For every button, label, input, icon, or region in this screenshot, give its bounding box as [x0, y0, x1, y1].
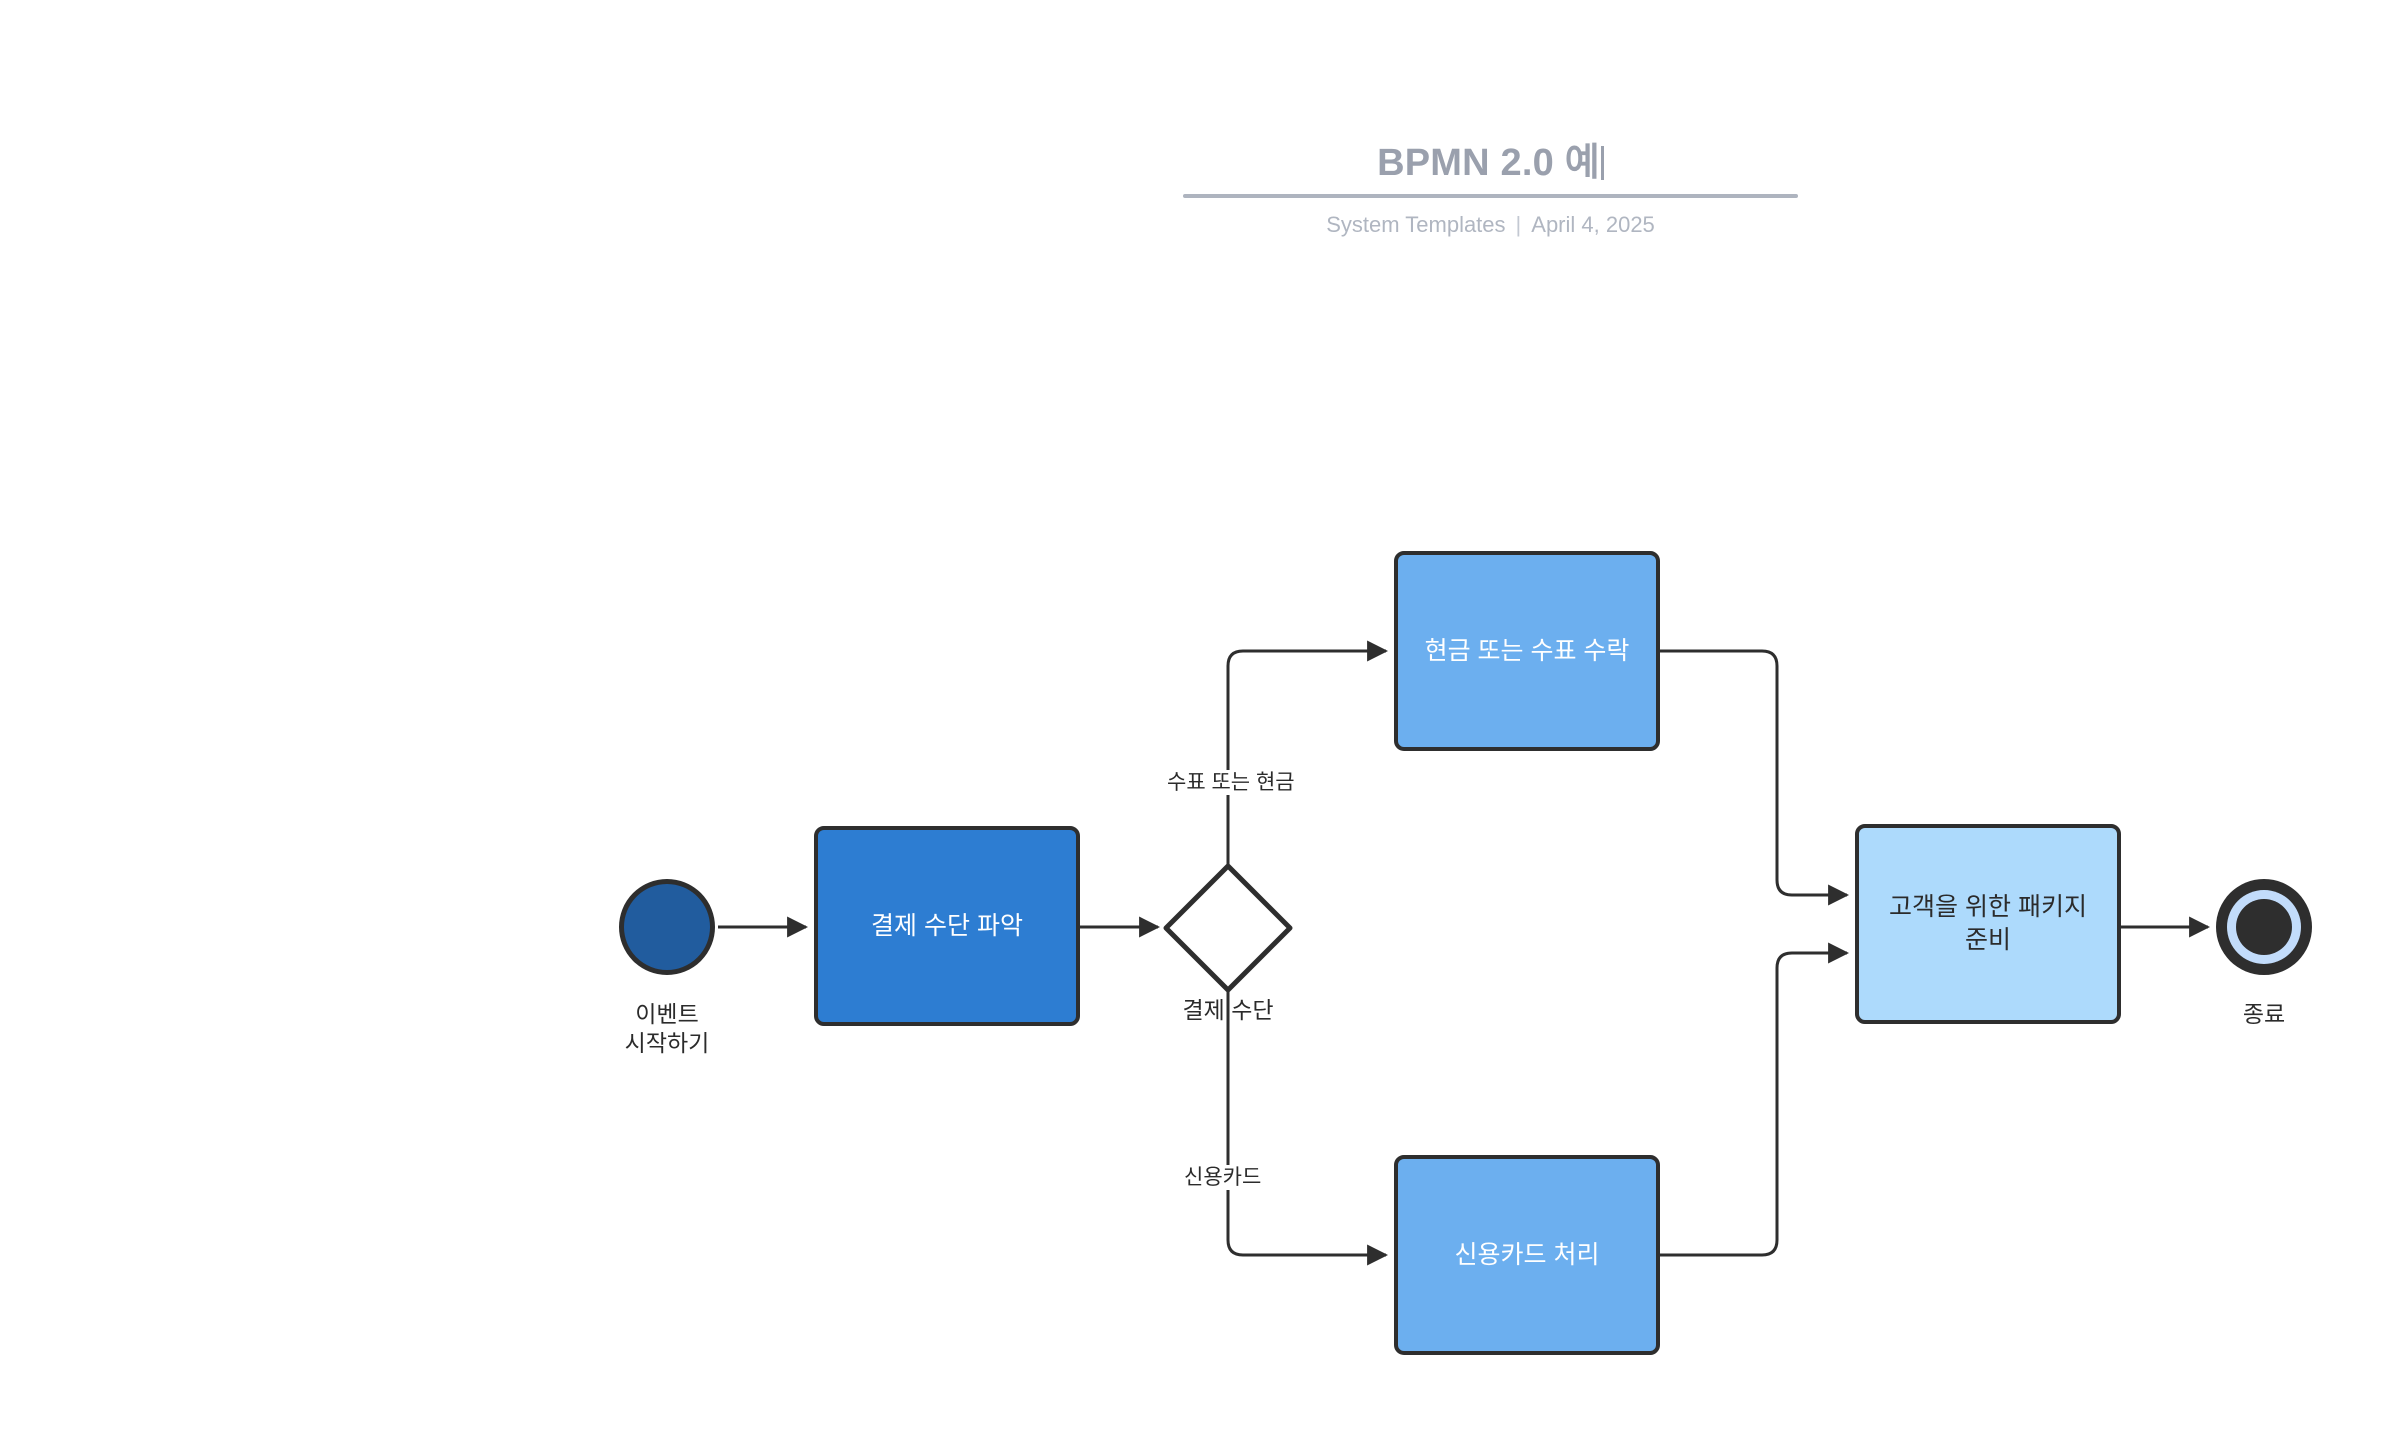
end-event-label: 종료	[2242, 1001, 2286, 1027]
page-title-text: BPMN 2.0 예	[1377, 142, 1600, 184]
start-event[interactable]	[619, 879, 715, 975]
gateway-payment-method[interactable]	[1163, 863, 1293, 993]
edge-cash-to-package	[1660, 649, 1850, 906]
edge-gateway-to-credit	[1226, 990, 1389, 1266]
gateway-label: 결제 수단	[1182, 997, 1274, 1023]
task-process-credit-card[interactable]: 신용카드 처리	[1394, 1155, 1660, 1355]
edge-gateway-to-cash	[1226, 640, 1389, 866]
subtitle-date: April 4, 2025	[1531, 212, 1655, 237]
page-title: BPMN 2.0 예	[1183, 140, 1798, 186]
edge-label-check-or-cash: 수표 또는 현금	[1163, 770, 1299, 795]
task-prepare-package-for-customer[interactable]: 고객을 위한 패키지 준비	[1855, 824, 2121, 1024]
text-caret	[1600, 146, 1604, 180]
end-event-core	[2236, 899, 2292, 955]
start-event-label: 이벤트 시작하기	[624, 1001, 710, 1056]
end-event-ring	[2227, 890, 2301, 964]
document-header: BPMN 2.0 예 System Templates | April 4, 202…	[1183, 140, 1798, 238]
task-accept-cash-or-check[interactable]: 현금 또는 수표 수락	[1394, 551, 1660, 751]
edge-label-credit-card: 신용카드	[1180, 1165, 1266, 1190]
end-event[interactable]	[2216, 879, 2312, 975]
subtitle-separator: |	[1515, 212, 1522, 237]
title-divider	[1183, 194, 1798, 198]
task-identify-payment-method[interactable]: 결제 수단 파악	[814, 826, 1080, 1026]
document-subtitle: System Templates | April 4, 2025	[1183, 212, 1798, 238]
edge-credit-to-package	[1660, 942, 1850, 1257]
subtitle-source: System Templates	[1326, 212, 1506, 237]
